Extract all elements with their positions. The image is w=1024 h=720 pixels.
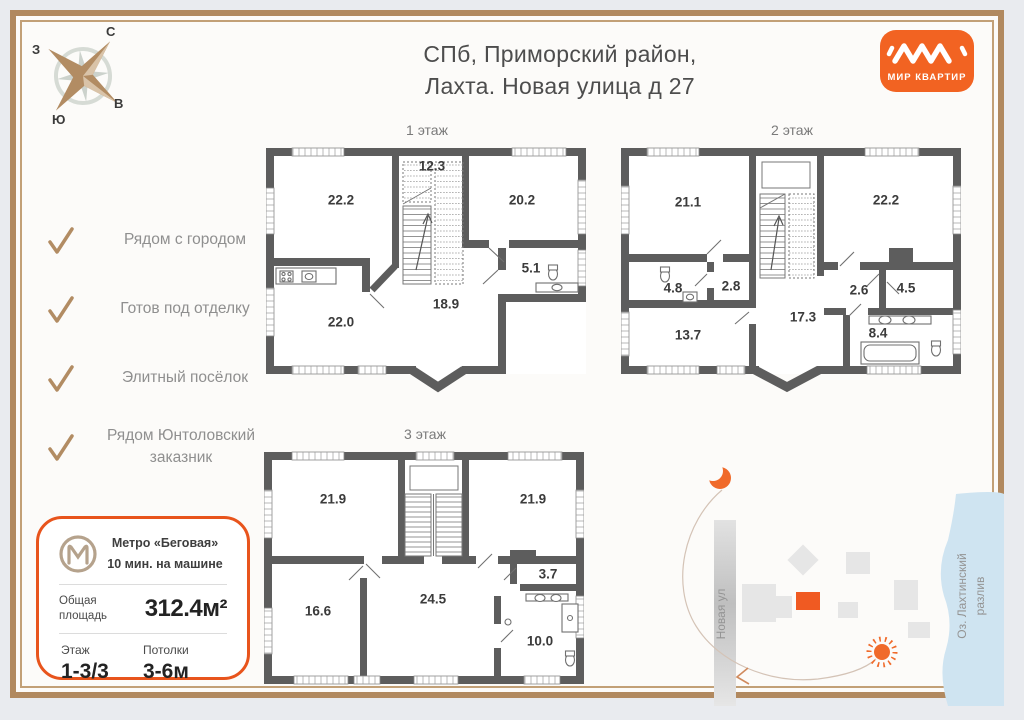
street-label: Новая ул — [714, 589, 728, 640]
lake-label-line2: разлив — [973, 577, 987, 616]
brand-logo-icon: МИР КВАРТИР — [880, 30, 974, 92]
compass-east-label: В — [114, 96, 124, 111]
floor1-title: 1 этаж — [406, 122, 448, 138]
room-area-label: 8.4 — [868, 325, 888, 341]
room-area-label: 16.6 — [304, 603, 332, 619]
compass-south-label: Ю — [52, 112, 66, 127]
location-minimap: Новая ул Оз. Лахтинский разлив — [656, 444, 1004, 711]
card-divider — [59, 584, 227, 585]
compass-north-label: С — [106, 24, 116, 39]
feature-item: Элитный посёлок — [44, 352, 274, 404]
room-area-label: 22.0 — [327, 314, 355, 330]
room-area-label: 4.8 — [663, 280, 683, 296]
feature-label: Рядом Юнтоловский заказник — [106, 426, 255, 466]
feature-item: Готов под отделку — [44, 283, 274, 335]
room-area-label: 21.9 — [319, 491, 347, 507]
room-area-label: 10.0 — [526, 633, 554, 649]
card-divider — [59, 632, 227, 634]
brand-logo-text: МИР КВАРТИР — [888, 72, 967, 83]
room-area-label: 18.9 — [432, 296, 460, 312]
feature-label: Элитный посёлок — [121, 368, 249, 386]
minimap-svg: Новая ул Оз. Лахтинский разлив — [682, 461, 1004, 706]
floor2-plan-svg — [620, 147, 962, 393]
ceiling-label: Потолки — [143, 642, 189, 657]
floor-label: Этаж — [61, 642, 90, 657]
total-area-value: 312.4м² — [144, 594, 228, 622]
floor1-plan-svg — [265, 147, 587, 393]
decorative-frame-inner-line — [20, 20, 994, 688]
checkmark-icon — [48, 365, 74, 392]
floor3-plan-svg — [263, 451, 585, 685]
metro-text: Метро «Беговая» 10 мин. на машине — [99, 533, 231, 574]
room-area-label: 21.1 — [674, 194, 702, 210]
floor-col: Этаж 1-3/3 — [61, 643, 143, 684]
room-area-label: 17.3 — [789, 309, 817, 325]
metro-name: Метро «Беговая» — [111, 536, 219, 551]
compass-west-label: З — [32, 42, 41, 57]
room-area-label: 4.5 — [896, 280, 916, 296]
total-area-row: Общая площадь 312.4м² — [39, 594, 247, 624]
room-area-label: 22.2 — [327, 192, 355, 208]
features-list: Рядом с городом Готов под отделку Элитны… — [44, 214, 274, 490]
compass-icon — [48, 41, 118, 111]
info-card: Метро «Беговая» 10 мин. на машине Общая … — [36, 516, 250, 683]
arc-arrowhead — [735, 667, 750, 685]
room-area-label: 13.7 — [674, 327, 702, 343]
lake-label-line1: Оз. Лахтинский — [955, 553, 969, 638]
house-marker — [796, 592, 820, 610]
floor-value: 1-3/3 — [61, 659, 109, 683]
sun-icon — [866, 636, 898, 668]
total-area-label: Общая площадь — [59, 595, 108, 622]
floor-ceiling-row: Этаж 1-3/3 Потолки 3-6м — [39, 643, 247, 684]
feature-label: Готов под отделку — [120, 299, 250, 317]
metro-time: 10 мин. на машине — [107, 557, 223, 571]
feature-item: Рядом Юнтоловский заказник — [44, 421, 274, 473]
page-title-line2: Лахта. Новая улица д 27 — [425, 73, 695, 100]
floorplan-1: 1 этаж — [265, 122, 588, 399]
room-area-label: 2.6 — [849, 282, 869, 298]
floor2-plan-body: 21.1 22.2 4.8 2.8 2.6 4.5 17.3 13.7 8.4 — [620, 142, 963, 399]
floor3-plan-body: 21.9 21.9 3.7 16.6 24.5 10.0 — [263, 446, 586, 697]
sun-path-arc — [682, 489, 877, 681]
floor1-plan-body: 22.2 12.3 20.2 5.1 18.9 22.0 — [265, 142, 588, 399]
feature-label: Рядом с городом — [123, 230, 247, 248]
checkmark-icon — [48, 434, 74, 461]
floor3-title: 3 этаж — [404, 426, 446, 442]
buildings-group — [742, 544, 930, 638]
metro-row: Метро «Беговая» 10 мин. на машине — [39, 519, 247, 575]
room-area-label: 5.1 — [521, 260, 541, 276]
page-title: СПб, Приморский район, Лахта. Новая улиц… — [300, 38, 820, 102]
checkmark-icon — [48, 296, 74, 323]
brand-logo: МИР КВАРТИР — [878, 28, 978, 94]
moon-icon — [703, 461, 731, 489]
checkmark-icon — [48, 227, 74, 254]
floorplan-3: 3 этаж — [263, 426, 586, 697]
stair-area-label: 12.3 — [418, 158, 446, 174]
metro-icon — [59, 535, 97, 573]
floor2-title: 2 этаж — [771, 122, 813, 138]
page-title-line1: СПб, Приморский район, — [423, 41, 697, 67]
room-area-label: 2.8 — [721, 278, 741, 294]
feature-item: Рядом с городом — [44, 214, 274, 266]
room-area-label: 21.9 — [519, 491, 547, 507]
floorplan-2: 2 этаж — [620, 122, 963, 399]
room-area-label: 20.2 — [508, 192, 536, 208]
lake-shape — [940, 492, 1004, 706]
ceiling-value: 3-6м — [143, 659, 189, 683]
ceiling-col: Потолки 3-6м — [143, 643, 225, 684]
room-area-label: 3.7 — [538, 566, 558, 582]
room-area-label: 22.2 — [872, 192, 900, 208]
compass-rose: С З В Ю — [26, 22, 146, 142]
room-area-label: 24.5 — [419, 591, 447, 607]
